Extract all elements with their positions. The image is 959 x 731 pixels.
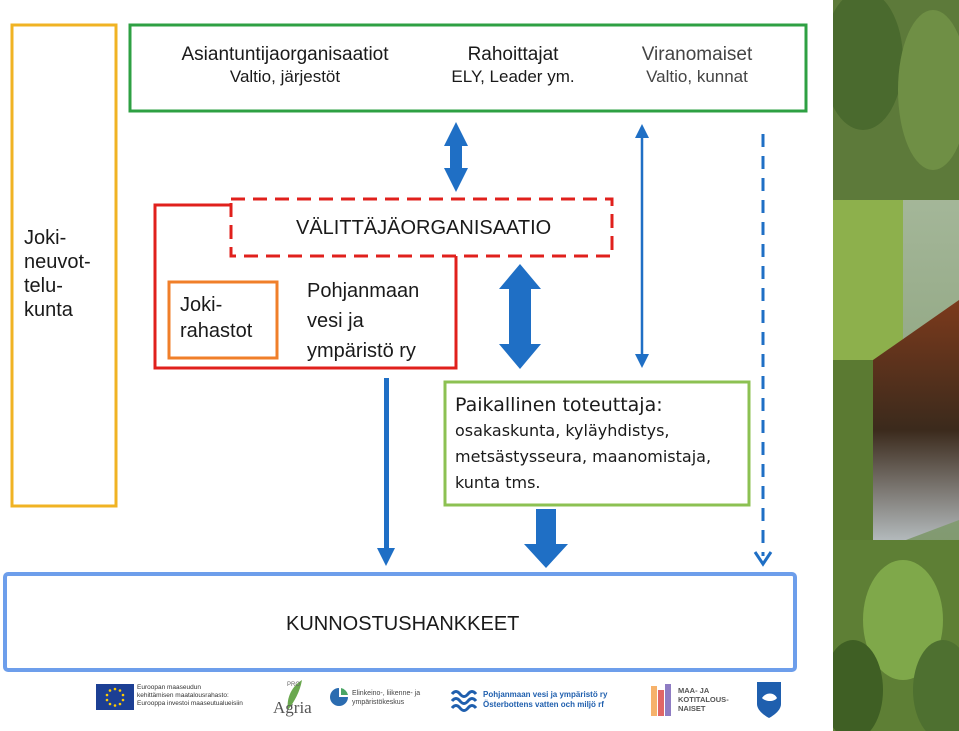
pvy-waves-icon: [450, 690, 478, 712]
authorities-title: Viranomaiset: [641, 44, 753, 65]
agria-logo-icon: [287, 680, 302, 710]
local-implementer-line1: osakaskunta, kyläyhdistys,: [455, 421, 670, 440]
jokirahastot-box: [167, 280, 279, 360]
local-implementer-line3: kunta tms.: [455, 473, 541, 492]
jokineuvottelukunta-line2: neuvot-: [24, 251, 91, 273]
local-down-arrow: [524, 509, 568, 568]
maa-kotitalousnaiset-text: MAA- JA KOTITALOUS- NAISET: [678, 686, 748, 713]
valittajaorganisaatio-dashed-box: [229, 197, 614, 258]
pohjanmaan-vesi-label: Pohjanmaan vesi ja ympäristö ry: [307, 276, 457, 366]
agria-name: Agria: [273, 698, 312, 717]
intermediary-local-double-arrow: [499, 264, 541, 369]
jokirahastot-label: Joki- rahastot: [180, 292, 275, 344]
pohjanmaan-down-arrow: [377, 378, 395, 566]
jokineuvottelukunta-line1: Joki-: [24, 227, 67, 249]
maa-kotitalousnaiset-logo-icon: [651, 684, 671, 716]
experts-block: Asiantuntijaorganisaatiot Valtio, järjes…: [150, 43, 420, 87]
pohjanmaan-line1: Pohjanmaan: [307, 280, 420, 302]
pohjanmaan-line2: vesi ja: [307, 310, 364, 332]
mk-line3: NAISET: [678, 704, 706, 713]
eu-line3: Eurooppa investoi maaseutualueisiin: [137, 700, 243, 707]
eu-flag-icon: [96, 684, 134, 710]
logo-strip: Euroopan maaseudun kehittämisen maatalou…: [90, 676, 790, 726]
funders-title: Rahoittajat: [467, 44, 559, 65]
authorities-dashed-down-arrow: [753, 134, 773, 567]
mk-line1: MAA- JA: [678, 686, 710, 695]
experts-title: Asiantuntijaorganisaatiot: [181, 44, 389, 65]
authorities-thin-double-arrow: [635, 124, 649, 368]
experts-subtitle: Valtio, järjestöt: [229, 67, 341, 86]
pvy-line1: Pohjanmaan vesi ja ympäristö ry: [483, 690, 608, 699]
eu-logo-text: Euroopan maaseudun kehittämisen maatalou…: [137, 684, 267, 708]
jokineuvottelukunta-label: Joki- neuvot- telu- kunta: [24, 226, 114, 322]
ely-line2: ympäristökeskus: [352, 699, 405, 706]
eu-line1: Euroopan maaseudun: [137, 684, 201, 691]
local-implementer-box: [443, 380, 751, 507]
pvy-line2: Österbottens vatten och miljö rf: [483, 700, 604, 709]
local-implementer-label: Paikallinen toteuttaja: osakaskunta, kyl…: [455, 392, 747, 496]
pohjanmaan-vesi-frame: [153, 203, 458, 370]
funders-block: Rahoittajat ELY, Leader ym.: [428, 43, 598, 87]
ely-line1: Elinkeino-, liikenne- ja: [352, 690, 421, 697]
fish-shield-icon: [757, 682, 781, 718]
jokineuvottelukunta-line3: telu-: [24, 275, 63, 297]
stream-photo: [833, 0, 959, 731]
jokineuvottelukunta-line4: kunta: [24, 299, 73, 321]
valittajaorganisaatio-title: VÄLITTÄJÄORGANISAATIO: [296, 217, 552, 239]
authorities-block: Viranomaiset Valtio, kunnat: [612, 43, 782, 87]
funders-subtitle: ELY, Leader ym.: [451, 67, 575, 86]
jokirahastot-line2: rahastot: [180, 320, 253, 342]
local-implementer-title: Paikallinen toteuttaja:: [455, 394, 663, 416]
ely-logo-text: Elinkeino-, liikenne- ja ympäristökeskus: [352, 689, 462, 707]
top-organisations-box: [128, 23, 808, 113]
jokineuvottelukunta-box: [10, 23, 118, 508]
funders-double-arrow: [444, 122, 468, 192]
eu-line2: kehittämisen maatalousrahasto:: [137, 692, 229, 699]
kunnostushankkeet-label: KUNNOSTUSHANKKEET: [286, 613, 520, 635]
ely-logo-icon: [330, 688, 348, 706]
kunnostushankkeet-box: [3, 572, 797, 672]
jokirahastot-line1: Joki-: [180, 294, 223, 316]
local-implementer-line2: metsästysseura, maanomistaja,: [455, 447, 712, 466]
mk-line2: KOTITALOUS-: [678, 695, 729, 704]
pohjanmaan-line3: ympäristö ry: [307, 340, 416, 362]
pvy-logo-text: Pohjanmaan vesi ja ympäristö ry Österbot…: [483, 690, 643, 710]
agria-pro: PRO: [287, 682, 301, 688]
authorities-subtitle: Valtio, kunnat: [646, 67, 748, 86]
